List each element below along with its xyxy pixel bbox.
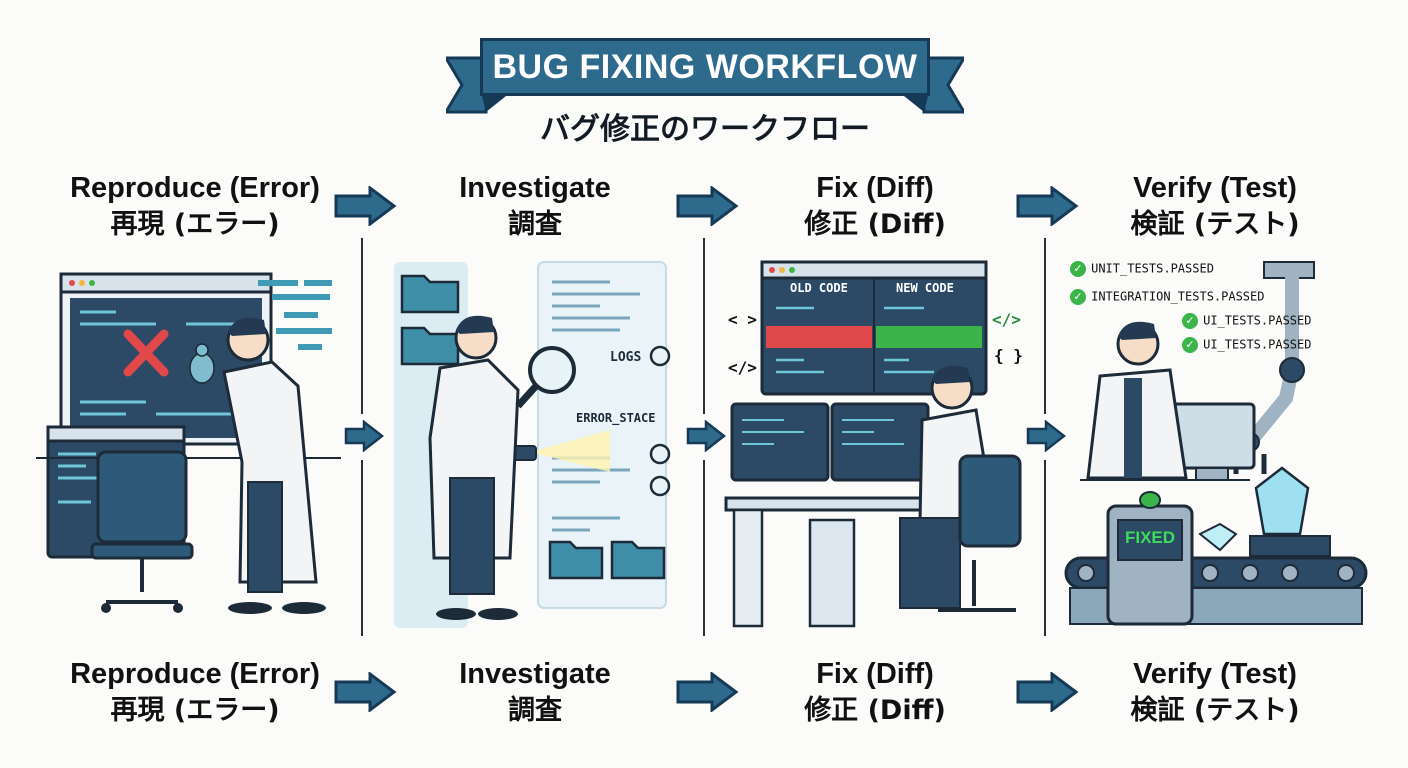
investigate-illustration	[394, 261, 671, 628]
page-title: BUG FIXING WORKFLOW	[492, 47, 918, 86]
magnifier-icon	[528, 346, 576, 394]
step-title-en: Reproduce (Error)	[70, 658, 320, 690]
check-icon: ✓	[1182, 312, 1198, 329]
arrow-right-icon	[686, 420, 726, 452]
step-title-jp: 再現 (エラー)	[110, 695, 280, 726]
step-label-fix-top: Fix (Diff) 修正 (Diff)	[760, 170, 990, 244]
code-tag-icon: </>	[992, 310, 1021, 329]
step-title-jp: 検証 (テスト)	[1130, 209, 1300, 240]
step-title-jp: 再現 (エラー)	[110, 209, 280, 240]
verify-illustration	[1064, 261, 1368, 626]
divider	[703, 460, 705, 636]
arrow-right-icon	[334, 672, 397, 712]
step-title-en: Fix (Diff)	[816, 658, 934, 690]
arrow-right-icon	[676, 186, 739, 226]
arrow-right-icon	[1016, 186, 1079, 226]
banner-box: BUG FIXING WORKFLOW	[480, 38, 930, 96]
arrow-right-icon	[1026, 420, 1066, 452]
test-result-item: ✓ INTEGRATION_TESTS.PASSED	[1070, 286, 1264, 305]
arrow-right-icon	[1016, 672, 1079, 712]
step-title-jp: 調査	[508, 695, 562, 726]
banner-ribbon-ends	[446, 56, 964, 114]
fixed-status-badge: FIXED	[1124, 528, 1176, 547]
arrow-right-icon	[676, 672, 739, 712]
step-title-jp: 調査	[508, 209, 562, 240]
test-result-item: ✓ UNIT_TESTS.PASSED	[1070, 258, 1214, 277]
divider	[1044, 238, 1046, 414]
step-label-investigate-bottom: Investigate 調査	[405, 656, 665, 730]
step-title-en: Fix (Diff)	[816, 172, 934, 204]
error-stack-label: ERROR_STACE	[576, 411, 656, 425]
test-result-item: ✓ UI_TESTS.PASSED	[1182, 310, 1311, 329]
divider	[361, 460, 363, 636]
divider	[361, 238, 363, 414]
step-title-jp: 修正 (Diff)	[804, 209, 946, 240]
folder-icon	[548, 540, 666, 580]
step-title-en: Investigate	[459, 172, 611, 204]
logs-label: LOGS	[610, 350, 642, 365]
bug-icon	[189, 343, 215, 384]
arrow-right-icon	[344, 420, 384, 452]
test-result-item: ✓ UI_TESTS.PASSED	[1182, 334, 1311, 353]
page-subtitle: バグ修正のワークフロー	[540, 112, 870, 147]
code-tag-icon: < >	[728, 310, 757, 329]
test-result-label: UI_TESTS.PASSED	[1203, 337, 1312, 352]
title-banner: BUG FIXING WORKFLOW	[446, 38, 964, 118]
step-label-reproduce-top: Reproduce (Error) 再現 (エラー)	[40, 170, 350, 244]
step-title-en: Verify (Test)	[1133, 658, 1297, 690]
step-label-verify-top: Verify (Test) 検証 (テスト)	[1100, 170, 1330, 244]
step-title-jp: 検証 (テスト)	[1130, 695, 1300, 726]
step-title-en: Investigate	[459, 658, 611, 690]
test-result-label: UI_TESTS.PASSED	[1203, 313, 1312, 328]
check-icon: ✓	[1182, 336, 1198, 353]
error-x-icon	[123, 329, 169, 377]
step-label-investigate-top: Investigate 調査	[405, 170, 665, 244]
magnifier-icon	[649, 345, 671, 497]
step-label-reproduce-bottom: Reproduce (Error) 再現 (エラー)	[40, 656, 350, 730]
step-title-en: Reproduce (Error)	[70, 172, 320, 204]
step-title-en: Verify (Test)	[1133, 172, 1297, 204]
old-code-label: OLD CODE	[790, 281, 848, 295]
fix-illustration	[724, 260, 1022, 628]
step-title-jp: 修正 (Diff)	[804, 695, 946, 726]
test-result-label: UNIT_TESTS.PASSED	[1091, 261, 1214, 276]
reproduce-illustration	[36, 272, 341, 614]
folder-icon	[400, 274, 460, 366]
step-label-verify-bottom: Verify (Test) 検証 (テスト)	[1100, 656, 1330, 730]
code-tag-icon: </>	[728, 358, 757, 377]
new-code-label: NEW CODE	[896, 281, 954, 295]
braces-icon: { }	[994, 346, 1023, 365]
divider	[1044, 460, 1046, 636]
check-icon: ✓	[1070, 288, 1086, 305]
divider	[703, 238, 705, 414]
test-result-label: INTEGRATION_TESTS.PASSED	[1091, 289, 1265, 304]
arrow-right-icon	[334, 186, 397, 226]
step-label-fix-bottom: Fix (Diff) 修正 (Diff)	[760, 656, 990, 730]
check-icon: ✓	[1070, 260, 1086, 277]
